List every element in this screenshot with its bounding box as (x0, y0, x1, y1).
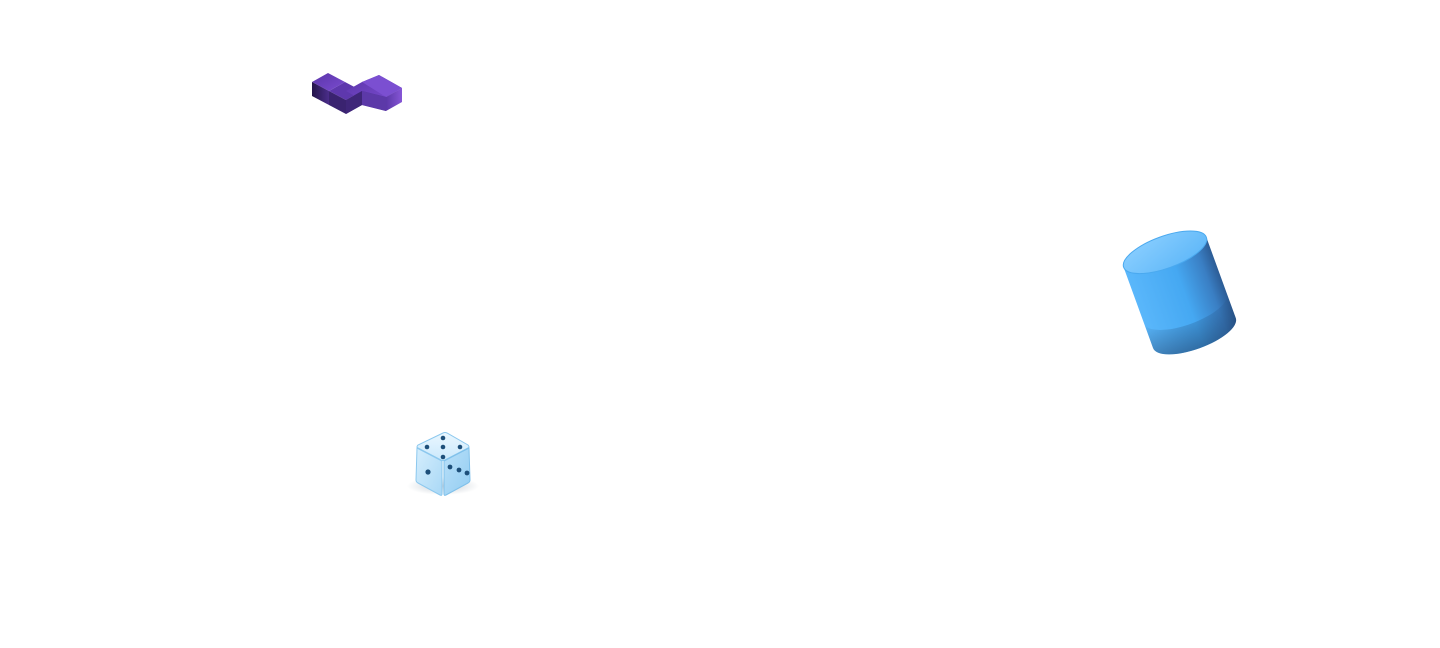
dice-icon (404, 430, 482, 500)
zigzag-block-icon (310, 71, 406, 121)
cylinder-icon (1118, 218, 1238, 358)
